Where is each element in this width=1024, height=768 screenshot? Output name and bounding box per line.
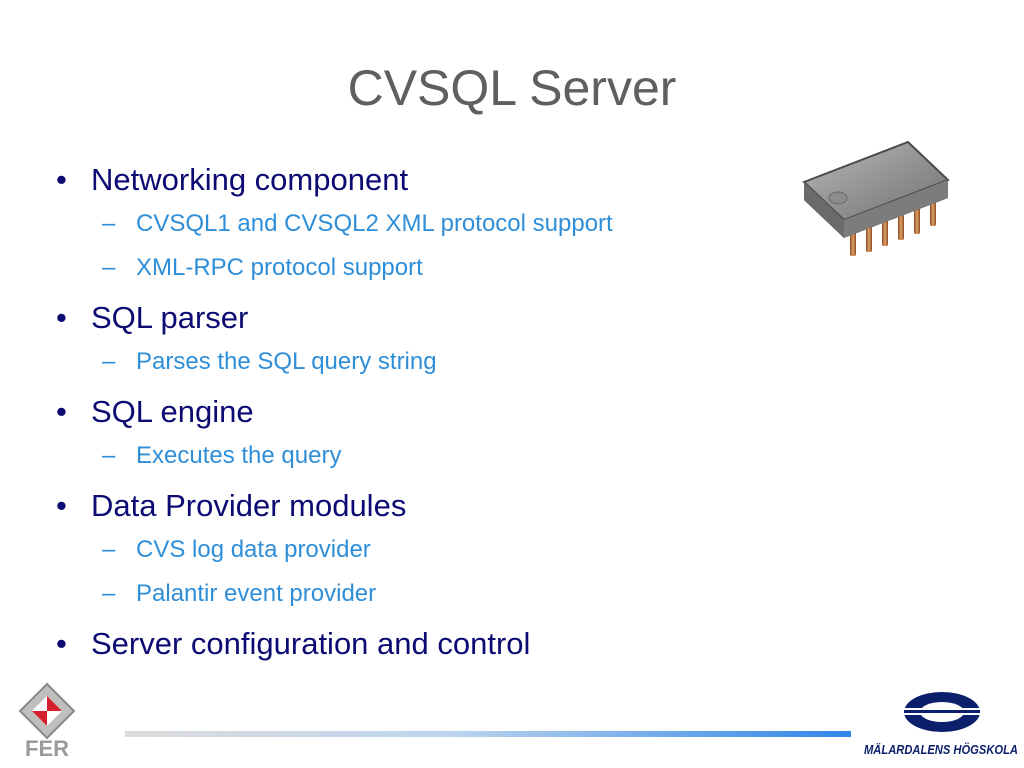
sub-bullet-marker: – [102, 254, 116, 281]
sub-bullet-item: –Palantir event provider [56, 572, 776, 616]
bullet-text: SQL engine [91, 394, 254, 429]
bullet-item: • SQL parser [56, 296, 776, 340]
bullet-marker: • [56, 488, 67, 523]
sub-bullet-text: Parses the SQL query string [136, 348, 437, 375]
bullet-marker: • [56, 626, 67, 661]
bullet-text: Data Provider modules [91, 488, 407, 523]
sub-bullet-item: –Executes the query [56, 434, 776, 478]
bullet-list: •Networking component –CVSQL1 and CVSQL2… [56, 158, 776, 666]
sub-bullet-text: Executes the query [136, 442, 342, 469]
fer-logo-text: FER [25, 736, 69, 760]
bullet-text: SQL parser [91, 300, 249, 335]
sub-bullet-item: –CVSQL1 and CVSQL2 XML protocol support [56, 202, 776, 246]
bullet-item: • SQL engine [56, 390, 776, 434]
sub-bullet-item: –CVS log data provider [56, 528, 776, 572]
sub-bullet-item: –Parses the SQL query string [56, 340, 776, 384]
slide-title: CVSQL Server [347, 60, 677, 116]
sub-bullet-marker: – [102, 580, 116, 607]
sub-bullet-marker: – [102, 536, 116, 563]
microchip-icon [798, 136, 954, 270]
bullet-item: • Networking component [56, 158, 776, 202]
sub-bullet-marker: – [102, 210, 116, 237]
sub-bullet-marker: – [102, 348, 116, 375]
sub-bullet-text: CVS log data provider [136, 536, 371, 563]
sub-bullet-text: XML-RPC protocol support [136, 254, 423, 281]
footer-accent-bar [125, 731, 851, 737]
bullet-text: Server configuration and control [91, 626, 531, 661]
sub-bullet-marker: – [102, 442, 116, 469]
malardalens-logo: MÄLARDALENS HÖGSKOLA [862, 684, 1020, 762]
fer-logo: FER [18, 682, 76, 761]
bullet-marker: • [56, 162, 67, 197]
sub-bullet-item: –XML-RPC protocol support [56, 246, 776, 290]
malardalens-logo-text: MÄLARDALENS HÖGSKOLA [864, 742, 1018, 757]
bullet-item: • Data Provider modules [56, 484, 776, 528]
bullet-marker: • [56, 300, 67, 335]
sub-bullet-text: Palantir event provider [136, 580, 377, 607]
bullet-marker: • [56, 394, 67, 429]
bullet-item: • Server configuration and control [56, 622, 776, 666]
bullet-text: Networking component [91, 162, 409, 197]
sub-bullet-text: CVSQL1 and CVSQL2 XML protocol support [136, 210, 613, 237]
